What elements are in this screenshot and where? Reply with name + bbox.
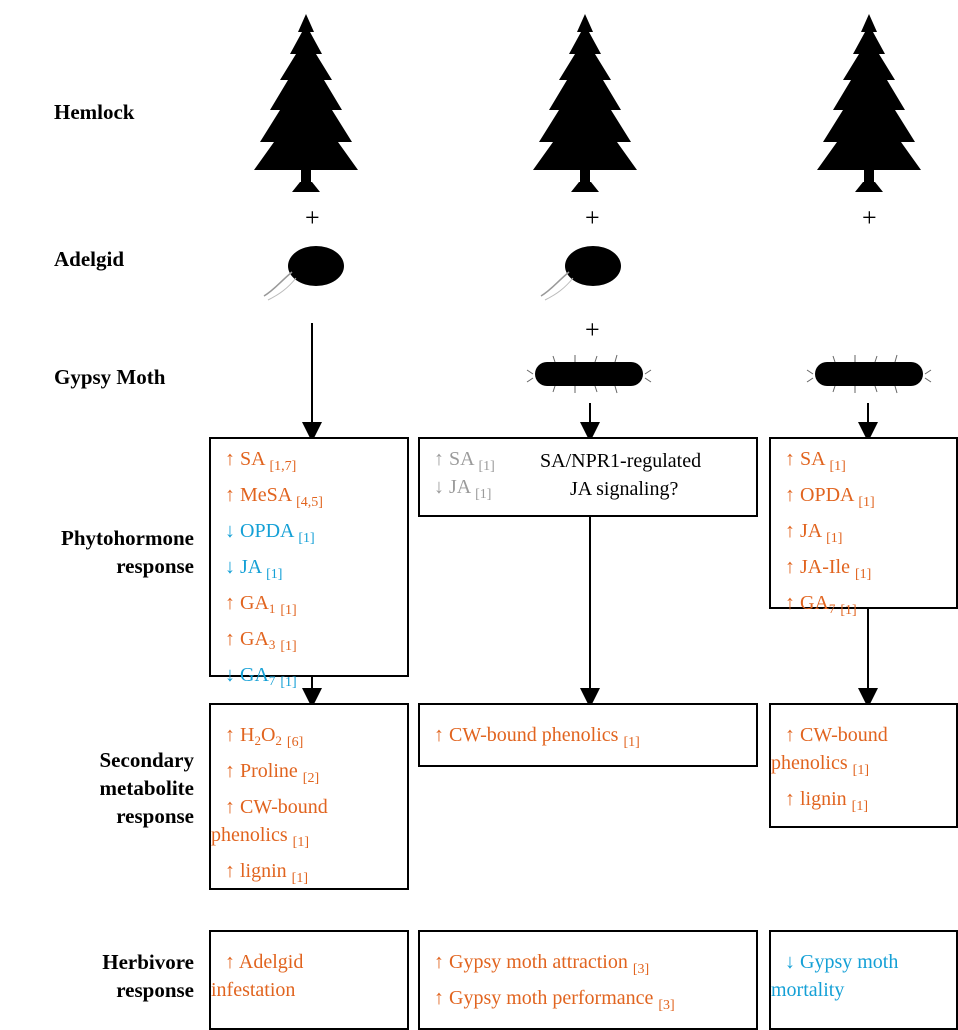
hemlock-tree-icon: [817, 14, 921, 192]
col3-phyto-opda: ↑ OPDA [1]: [785, 484, 875, 510]
row-label-hemlock: Hemlock: [54, 100, 135, 124]
col1-phyto-ja: ↓ JA [1]: [225, 556, 283, 582]
row-label-gypsy-moth: Gypsy Moth: [54, 365, 166, 389]
col3-sec-phenolics: phenolics [1]: [771, 752, 869, 778]
col1-phytohormone-box: ↑ SA [1,7] ↑ MeSA [4,5] ↓ OPDA [1] ↓ JA …: [209, 437, 409, 690]
col1-phyto-ga7: ↓ GA7 [1]: [225, 664, 297, 690]
plus-sign: +: [585, 315, 600, 344]
col1-phyto-ga3: ↑ GA3 [1]: [225, 628, 297, 654]
col1-phyto-ga1: ↑ GA1 [1]: [225, 592, 297, 618]
col1-sec-phenolics: phenolics [1]: [211, 824, 309, 850]
herbivore-label-line1: Herbivore: [102, 950, 194, 974]
row-label-adelgid: Adelgid: [54, 247, 125, 271]
gypsy-moth-caterpillar-icon: [526, 354, 652, 394]
hemlock-tree-icon: [533, 14, 637, 192]
row-label-phytohormone: Phytohormone response: [10, 524, 194, 580]
col1-sec-cw: ↑ CW-bound: [225, 796, 328, 818]
col3-herb-line1: ↓ Gypsy moth: [785, 951, 899, 973]
adelgid-insect-icon: [540, 246, 621, 301]
col1-secondary-box: ↑ H2O2 [6] ↑ Proline [2] ↑ CW-bound phen…: [209, 703, 409, 890]
row-label-herbivore: Herbivore response: [10, 948, 194, 1004]
col2-secondary-box: ↑ CW-bound phenolics [1]: [418, 703, 758, 767]
col1-phyto-sa: ↑ SA [1,7]: [225, 448, 297, 474]
gypsy-moth-caterpillar-icon: [806, 354, 932, 394]
col1-sec-lignin: ↑ lignin [1]: [225, 860, 308, 886]
col3-phyto-ja: ↑ JA [1]: [785, 520, 843, 546]
secondary-label-line1: Secondary: [99, 748, 195, 772]
col3-secondary-box: ↑ CW-bound phenolics [1] ↑ lignin [1]: [769, 703, 958, 828]
col1-phyto-mesa: ↑ MeSA [4,5]: [225, 484, 323, 510]
row-label-secondary: Secondary metabolite response: [10, 746, 195, 830]
col1-herb-line1: ↑ Adelgid: [225, 951, 304, 973]
plus-sign: +: [305, 203, 320, 232]
col1-sec-h2o2: ↑ H2O2 [6]: [225, 724, 304, 750]
secondary-label-line2: metabolite: [99, 776, 194, 800]
hemlock-tree-icon: [254, 14, 358, 192]
col2-note-line1: SA/NPR1-regulated: [540, 450, 702, 472]
col2-note-line2: JA signaling?: [570, 478, 679, 500]
herbivore-label-line2: response: [116, 978, 194, 1002]
col3-herb-line2: mortality: [771, 979, 845, 1001]
col1-sec-proline: ↑ Proline [2]: [225, 760, 320, 786]
col3-phyto-ja-ile: ↑ JA-Ile [1]: [785, 556, 872, 582]
col3-phyto-sa: ↑ SA [1]: [785, 448, 846, 474]
col2-herb-attraction: ↑ Gypsy moth attraction [3]: [434, 951, 650, 977]
col3-phyto-ga7: ↑ GA7 [1]: [785, 592, 857, 618]
col1-herb-line2: infestation: [211, 979, 296, 1001]
col2-herb-performance: ↑ Gypsy moth performance [3]: [434, 987, 675, 1013]
col2-phytohormone-box: ↑ SA [1] ↓ JA [1] SA/NPR1-regulated JA s…: [418, 437, 758, 517]
col3-sec-cw: ↑ CW-bound: [785, 724, 888, 746]
phytohormone-label-line1: Phytohormone: [61, 526, 194, 550]
col3-herbivore-box: ↓ Gypsy moth mortality: [769, 930, 958, 1030]
col2-herbivore-box: ↑ Gypsy moth attraction [3] ↑ Gypsy moth…: [418, 930, 758, 1030]
col2-phyto-sa: ↑ SA [1]: [434, 448, 495, 474]
col2-phyto-ja: ↓ JA [1]: [434, 476, 492, 502]
col1-phyto-opda: ↓ OPDA [1]: [225, 520, 315, 546]
col3-phytohormone-box: ↑ SA [1] ↑ OPDA [1] ↑ JA [1] ↑ JA-Ile [1…: [769, 437, 958, 618]
col3-sec-lignin: ↑ lignin [1]: [785, 788, 868, 814]
phytohormone-label-line2: response: [116, 554, 194, 578]
col1-herbivore-box: ↑ Adelgid infestation: [209, 930, 409, 1030]
col2-sec-cw-phenolics: ↑ CW-bound phenolics [1]: [434, 724, 640, 750]
adelgid-insect-icon: [263, 246, 344, 301]
plus-sign: +: [862, 203, 877, 232]
secondary-label-line3: response: [116, 804, 194, 828]
plus-sign: +: [585, 203, 600, 232]
